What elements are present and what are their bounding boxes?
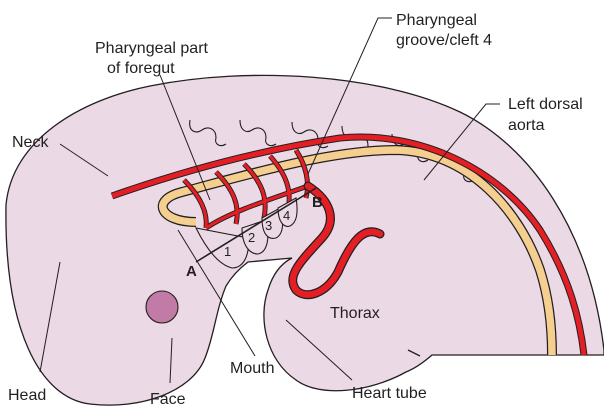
label-pharyngeal-groove-2: groove/cleft 4: [396, 32, 492, 49]
label-head: Head: [8, 387, 46, 404]
arch-number-3: 3: [265, 218, 272, 233]
label-point-a: A: [186, 263, 197, 280]
label-mouth: Mouth: [230, 360, 274, 377]
label-thorax: Thorax: [330, 305, 380, 322]
label-neck: Neck: [12, 134, 49, 151]
label-face: Face: [150, 391, 186, 408]
face-spot: [146, 291, 178, 323]
arch-number-2: 2: [248, 230, 255, 245]
label-pharyngeal-part-2: of foregut: [107, 60, 175, 77]
label-pharyngeal-part-1: Pharyngeal part: [95, 40, 209, 57]
arch-number-1: 1: [224, 244, 231, 259]
label-point-b: B: [312, 194, 323, 211]
label-heart-tube: Heart tube: [352, 385, 427, 402]
arch-number-4: 4: [283, 208, 290, 223]
label-pharyngeal-groove-1: Pharyngeal: [396, 12, 477, 29]
label-left-dorsal-aorta-1: Left dorsal: [508, 96, 583, 113]
label-left-dorsal-aorta-2: aorta: [508, 117, 545, 134]
